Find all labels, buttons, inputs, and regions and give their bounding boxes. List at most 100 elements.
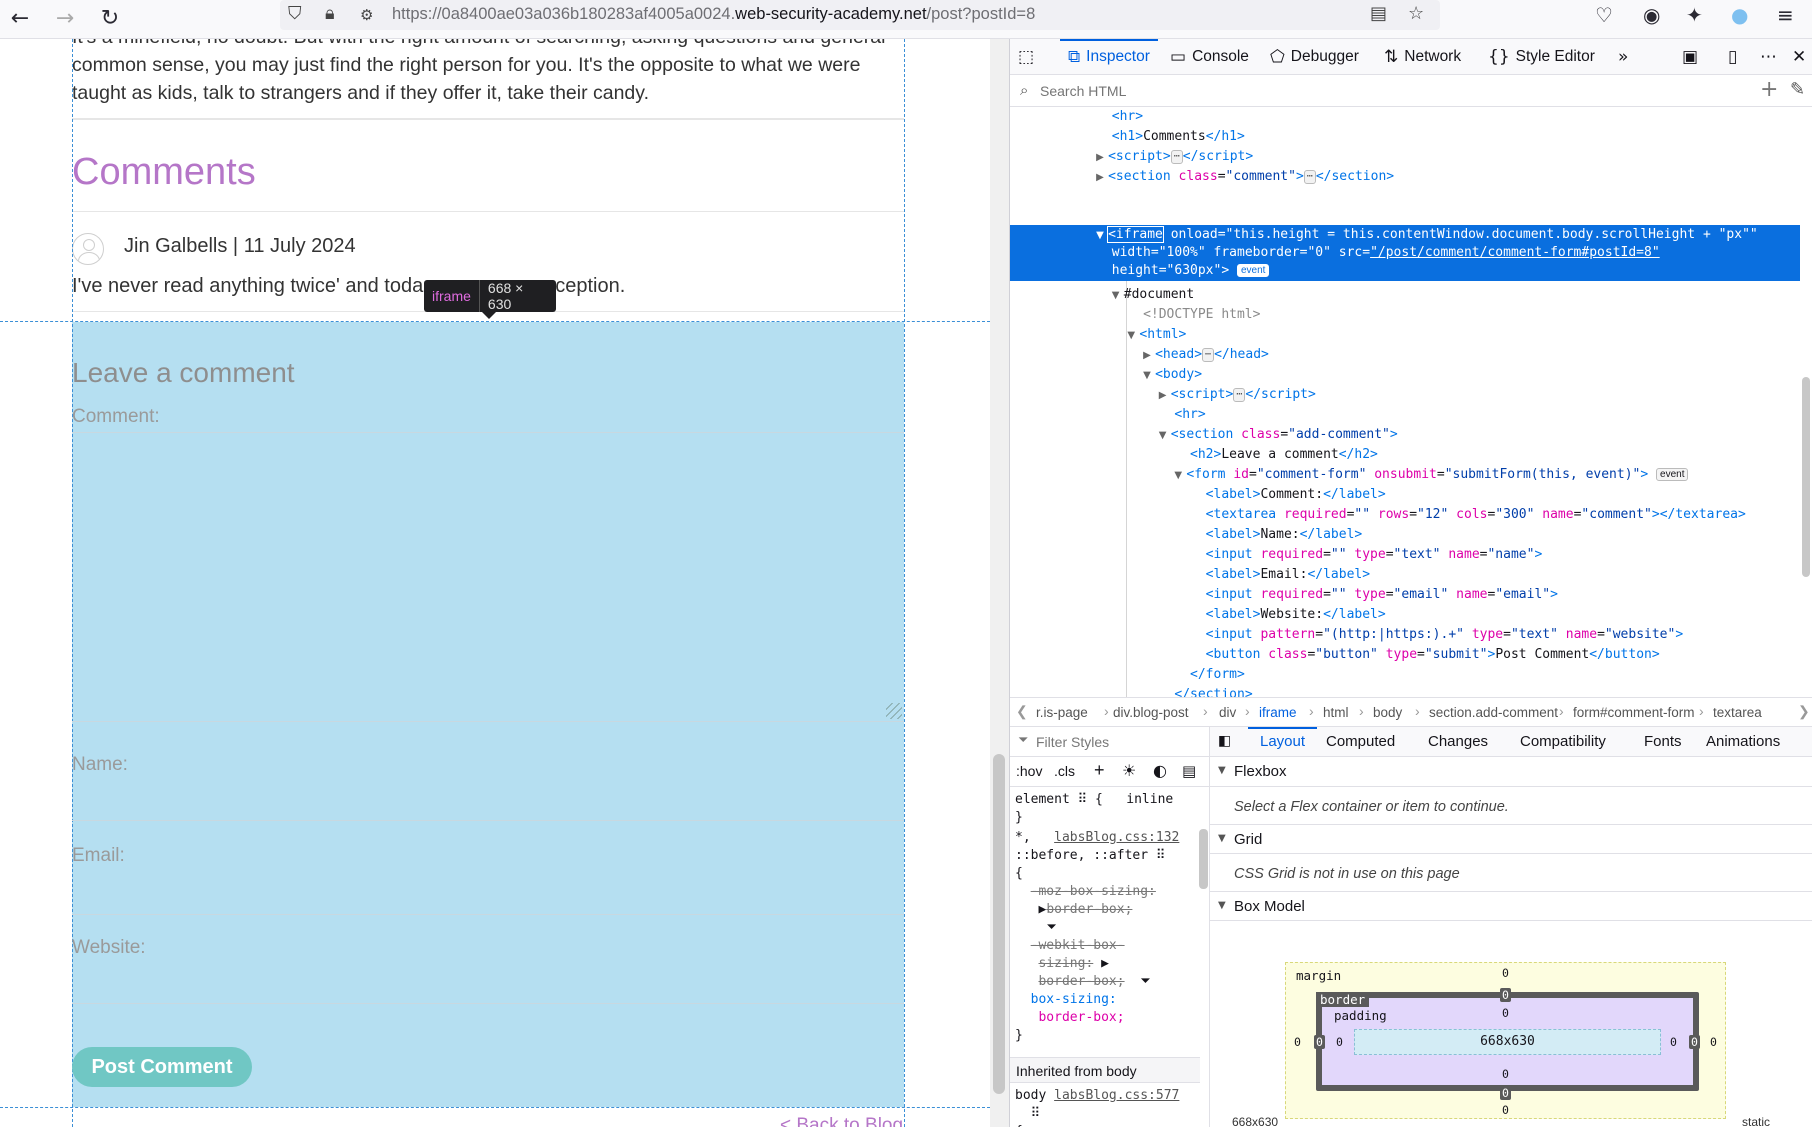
breadcrumb-item[interactable]: iframe xyxy=(1259,705,1297,720)
css-property[interactable]: -moz-box-sizing: xyxy=(1030,884,1156,899)
profile-icon[interactable]: ● xyxy=(1731,3,1749,27)
options-icon[interactable]: ⋯ xyxy=(1760,47,1777,67)
markup-line[interactable]: ▼<body> xyxy=(1143,367,1203,382)
tab-network[interactable]: ⇅Network xyxy=(1384,39,1461,75)
star-selector[interactable]: *, xyxy=(1015,830,1031,845)
breadcrumb-item[interactable]: textarea xyxy=(1713,705,1762,720)
markup-line[interactable]: <label>Email:</label> xyxy=(1205,567,1371,582)
bookmark-star-icon[interactable]: ☆ xyxy=(1408,3,1425,24)
event-badge[interactable]: event xyxy=(1656,468,1689,481)
website-input[interactable] xyxy=(72,1003,904,1004)
css-property[interactable]: -webkit-box- xyxy=(1030,938,1125,953)
print-icon[interactable]: ▤ xyxy=(1182,762,1197,780)
tab-fonts[interactable]: Fonts xyxy=(1644,733,1682,750)
flexbox-section-header[interactable]: ▼Flexbox xyxy=(1210,757,1812,787)
rules-scrollbar[interactable] xyxy=(1196,789,1209,1127)
filter-styles-bar[interactable]: ⏷ Filter Styles xyxy=(1010,727,1209,757)
breadcrumb-item[interactable]: div xyxy=(1219,705,1237,720)
dock-icon[interactable]: ▣ xyxy=(1682,47,1699,67)
element-picker-icon[interactable]: ⬚ xyxy=(1018,47,1035,67)
filter-icon[interactable]: ⏷ xyxy=(1046,920,1057,935)
content-size[interactable]: 668x630 xyxy=(1354,1029,1661,1055)
add-node-icon[interactable]: + xyxy=(1760,77,1779,102)
reader-view-icon[interactable]: ▤ xyxy=(1370,3,1388,24)
css-source-link[interactable]: labsBlog.css:132 xyxy=(1054,830,1180,845)
markup-line[interactable]: <hr> xyxy=(1111,109,1144,124)
pocket-icon[interactable]: ♡ xyxy=(1595,3,1613,27)
tab-computed[interactable]: Computed xyxy=(1326,733,1396,750)
reload-icon[interactable]: ↻ xyxy=(100,5,120,31)
markup-line[interactable]: <label>Comment:</label> xyxy=(1205,487,1386,502)
margin-bottom-value[interactable]: 0 xyxy=(1502,1103,1509,1117)
toggle-sidebar-icon[interactable]: ◧ xyxy=(1218,733,1232,749)
light-mode-icon[interactable]: ☀ xyxy=(1122,761,1137,780)
markup-line[interactable]: ▶<section class="comment">⋯</section> xyxy=(1096,169,1395,184)
markup-scrollbar-thumb[interactable] xyxy=(1802,377,1810,577)
markup-line[interactable]: <h2>Leave a comment</h2> xyxy=(1190,447,1378,462)
markup-line[interactable]: <hr> xyxy=(1174,407,1206,422)
markup-line[interactable]: <!DOCTYPE html> xyxy=(1143,307,1261,322)
markup-line[interactable]: <input required="" type="email" name="em… xyxy=(1205,587,1558,602)
padding-top-value[interactable]: 0 xyxy=(1502,1006,1509,1020)
markup-line[interactable]: <textarea required="" rows="12" cols="30… xyxy=(1205,507,1746,522)
tab-console[interactable]: ▭Console xyxy=(1170,39,1249,75)
shield-icon[interactable]: ⛉ xyxy=(288,3,302,24)
eyedropper-icon[interactable]: ✎ xyxy=(1790,79,1806,100)
tab-layout[interactable]: Layout xyxy=(1247,727,1318,750)
border-right-value[interactable]: 0 xyxy=(1689,1035,1700,1049)
markup-line[interactable]: <label>Name:</label> xyxy=(1205,527,1363,542)
name-input[interactable] xyxy=(72,820,904,821)
search-html-input[interactable] xyxy=(1038,79,1638,103)
border-left-value[interactable]: 0 xyxy=(1314,1035,1325,1049)
margin-top-value[interactable]: 0 xyxy=(1502,966,1509,980)
element-selector[interactable]: element xyxy=(1015,792,1070,807)
markup-line[interactable]: <input required="" type="text" name="nam… xyxy=(1205,547,1543,562)
markup-line[interactable]: ▶<script>⋯</script> xyxy=(1096,149,1254,164)
css-value[interactable]: border-box; xyxy=(1046,902,1133,917)
close-icon[interactable]: ✕ xyxy=(1792,47,1807,67)
selected-node[interactable]: ▼<iframe onload="this.height = this.cont… xyxy=(1010,225,1800,281)
breadcrumb-item[interactable]: r.is-page xyxy=(1036,705,1088,720)
add-rule-icon[interactable]: + xyxy=(1094,760,1105,780)
tab-changes[interactable]: Changes xyxy=(1428,733,1489,750)
email-input[interactable] xyxy=(72,914,904,915)
tab-style-editor[interactable]: {}Style Editor xyxy=(1488,39,1595,75)
css-property[interactable]: box-sizing: xyxy=(1030,992,1117,1007)
markup-line[interactable]: <button class="button" type="submit">Pos… xyxy=(1205,647,1660,662)
markup-line[interactable]: </form> xyxy=(1190,667,1245,682)
extensions-icon[interactable]: ✦ xyxy=(1686,3,1703,27)
post-comment-button[interactable]: Post Comment xyxy=(72,1047,252,1087)
markup-line[interactable]: ▶<script>⋯</script> xyxy=(1158,387,1316,402)
dark-mode-icon[interactable]: ◐ xyxy=(1153,761,1167,780)
back-arrow-icon[interactable]: ← xyxy=(10,5,30,31)
padding-left-value[interactable]: 0 xyxy=(1336,1035,1343,1049)
menu-icon[interactable]: ≡ xyxy=(1777,3,1794,27)
forward-arrow-icon[interactable]: → xyxy=(55,5,75,31)
css-property[interactable]: sizing: xyxy=(1038,956,1094,971)
filter-icon[interactable]: ⏷ xyxy=(1140,974,1151,989)
markup-line[interactable]: </section> xyxy=(1174,687,1253,697)
padding-bottom-value[interactable]: 0 xyxy=(1502,1067,1509,1081)
cls-toggle[interactable]: .cls xyxy=(1054,763,1075,779)
padding-right-value[interactable]: 0 xyxy=(1670,1035,1677,1049)
markup-line[interactable]: ▶<head>⋯</head> xyxy=(1143,347,1269,362)
markup-line[interactable]: ▼<section class="add-comment"> xyxy=(1158,427,1398,442)
grid-section-header[interactable]: ▼Grid xyxy=(1210,824,1812,854)
permissions-icon[interactable]: ⚙ xyxy=(360,6,374,24)
layout-scrollbar[interactable] xyxy=(1799,757,1812,1127)
responsive-icon[interactable]: ▯ xyxy=(1728,47,1738,67)
page-scrollbar-thumb[interactable] xyxy=(993,754,1005,1094)
lock-icon[interactable]: 🔒︎ xyxy=(325,3,335,24)
css-source-link[interactable]: labsBlog.css:577 xyxy=(1054,1088,1180,1103)
breadcrumb-item[interactable]: body xyxy=(1373,705,1403,720)
iframe-highlight[interactable] xyxy=(72,322,904,1107)
css-value[interactable]: border-box; xyxy=(1038,1010,1125,1025)
rules-scrollbar-thumb[interactable] xyxy=(1199,829,1208,889)
resize-grip-icon[interactable] xyxy=(886,703,902,719)
markup-line[interactable]: <h1>Comments</h1> xyxy=(1111,129,1245,144)
pseudo-selector[interactable]: ::before, ::after xyxy=(1015,848,1149,863)
tab-compatibility[interactable]: Compatibility xyxy=(1520,733,1606,750)
markup-line[interactable]: <input pattern="(http:|https:).+" type="… xyxy=(1205,627,1684,642)
breadcrumb-item[interactable]: section.add-comment xyxy=(1429,705,1559,720)
markup-line[interactable]: <label>Website:</label> xyxy=(1205,607,1386,622)
